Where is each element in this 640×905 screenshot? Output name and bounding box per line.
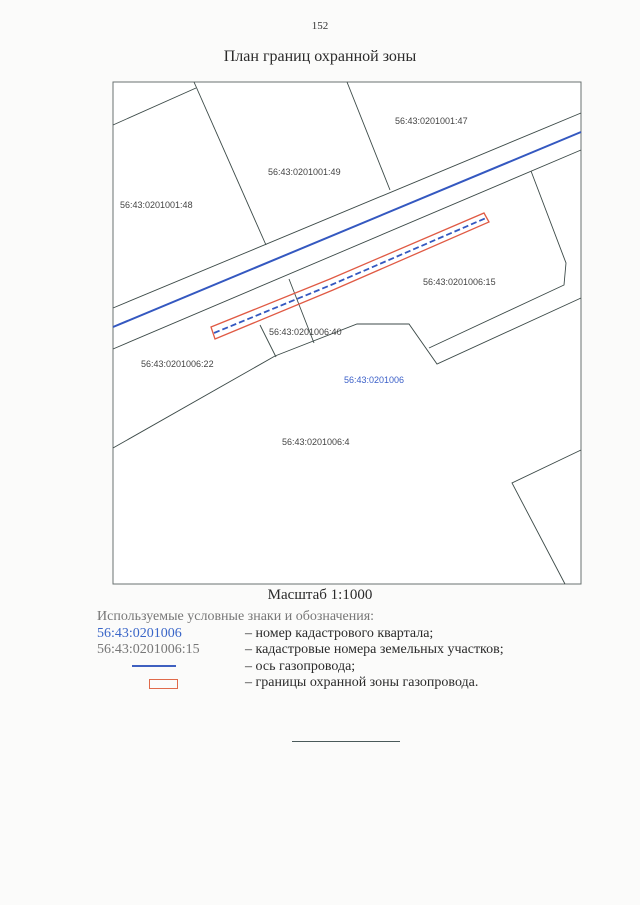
legend-item: – границы охранной зоны газопровода. [97,675,478,692]
legend-description: – ось газопровода; [245,658,356,674]
quarter-label: 56:43:0201006 [344,375,404,385]
parcel-label: 56:43:0201001:49 [268,167,341,177]
parcel-label: 56:43:0201006:15 [423,277,496,287]
parcel-label: 56:43:0201006:22 [141,359,214,369]
legend-title: Используемые условные знаки и обозначени… [97,609,375,624]
legend-parcel-symbol: 56:43:0201006:15 [97,642,200,657]
scale-label: Масштаб 1:1000 [267,587,373,603]
parcel-label: 56:43:0201006:4 [282,437,350,447]
legend-description: – кадастровые номера земельных участков; [245,642,504,657]
legend: Используемые условные знаки и обозначени… [97,609,504,692]
map-frame [112,81,582,585]
protection-zone [210,212,490,340]
gas-axis-road [112,131,582,328]
parcel-label: 56:43:0201001:48 [120,200,193,210]
page-title: План границ охранной зоны [223,48,417,65]
end-divider [292,741,400,742]
parcel-label: 56:43:0201006:40 [269,327,342,337]
legend-description: – номер кадастрового квартала; [245,625,434,641]
page-number: 152 [311,20,329,32]
legend-description: – границы охранной зоны газопровода. [245,675,479,690]
blue-line-icon [132,664,176,667]
parcel-boundaries [112,81,582,585]
legend-item: 56:43:0201006 – номер кадастрового кварт… [97,625,433,643]
legend-item: 56:43:0201006:15 – кадастровые номера зе… [97,642,504,659]
parcel-label: 56:43:0201001:47 [395,116,468,126]
legend-quarter-symbol: 56:43:0201006 [97,625,182,641]
red-rectangle-icon [149,679,178,689]
gas-axis-dashed [213,217,487,334]
legend-item: – ось газопровода; [97,659,374,676]
